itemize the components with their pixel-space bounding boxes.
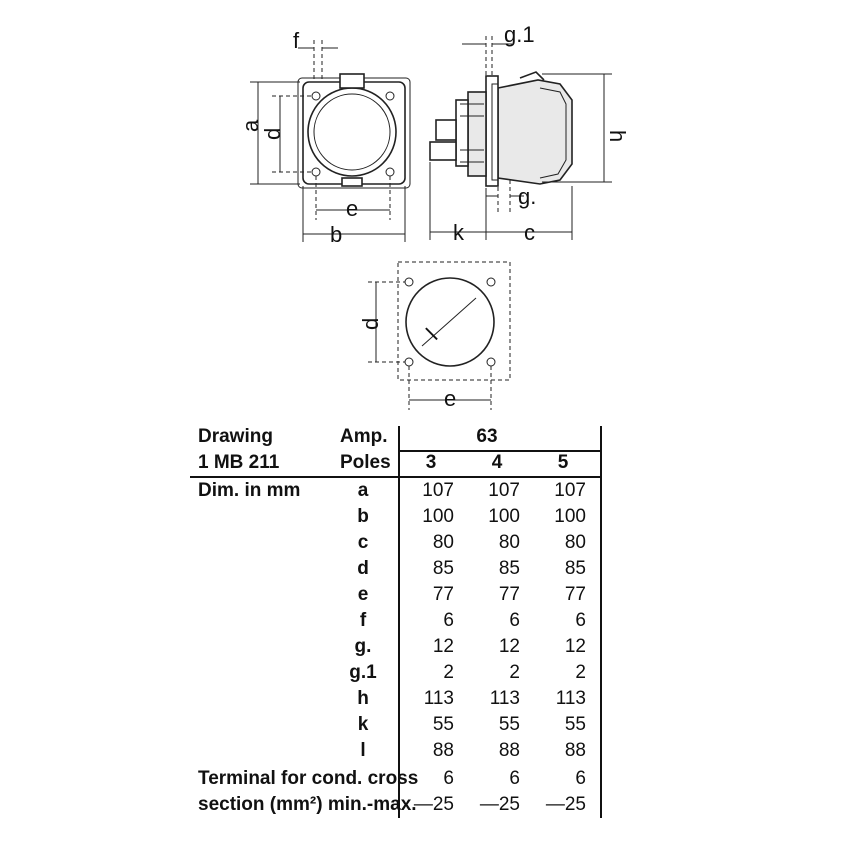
table-row: d 85 85 85 (190, 556, 610, 582)
dim-value-3-poles: 113 (423, 688, 454, 709)
dim-value-3-poles: 88 (432, 740, 454, 761)
dim-value-3-poles: 100 (422, 506, 454, 527)
dim-value-4-poles: 2 (509, 662, 520, 683)
terminal-row-2: section (mm²) min.-max. —25 —25 —25 (190, 792, 610, 818)
dim-value-4-poles: 55 (498, 714, 520, 735)
dim-key: e (357, 584, 369, 605)
dim-value-4-poles: 100 (488, 506, 520, 527)
dim-value-4-poles: 12 (498, 636, 520, 657)
dim-key: g. (354, 636, 372, 657)
drawing-svg: f a d e b (238, 22, 630, 411)
label-a: a (238, 119, 263, 132)
dim-key: c (357, 532, 369, 553)
dim-value-5-poles: 55 (564, 714, 586, 735)
dim-key: f (359, 610, 367, 631)
terminal-line2: section (mm²) min.-max. (198, 794, 417, 815)
dim-key: b (357, 506, 369, 527)
dim-value-3-poles: 77 (432, 584, 454, 605)
dim-value-3-poles: 107 (422, 480, 454, 501)
terminal-max-3: —25 (413, 794, 454, 815)
label-l: l (421, 323, 442, 344)
label-e-rear: e (444, 386, 456, 411)
label-d-rear: d (358, 318, 383, 330)
dim-value-5-poles: 100 (554, 506, 586, 527)
spec-table: Drawing Amp. 63 1 MB 211 Poles 3 4 5 Dim… (190, 420, 610, 820)
dim-value-3-poles: 85 (432, 558, 454, 579)
header-row-poles: 1 MB 211 Poles 3 4 5 (190, 450, 610, 476)
dim-key: a (357, 480, 369, 501)
label-g1: g.1 (504, 22, 535, 47)
dim-value-5-poles: 6 (575, 610, 586, 631)
amp-label: Amp. (340, 426, 388, 447)
table-row: g.1 2 2 2 (190, 660, 610, 686)
label-e-front: e (346, 196, 358, 221)
dim-key: l (360, 740, 366, 761)
label-k: k (453, 220, 465, 245)
label-d-front: d (260, 128, 285, 140)
label-h: h (605, 130, 630, 142)
table-row: b 100 100 100 (190, 504, 610, 530)
dim-value-4-poles: 80 (498, 532, 520, 553)
terminal-min-4: 6 (509, 768, 520, 789)
dim-value-3-poles: 55 (432, 714, 454, 735)
dim-value-5-poles: 12 (564, 636, 586, 657)
dim-label: Dim. in mm (198, 480, 301, 501)
dim-value-3-poles: 6 (443, 610, 454, 631)
dim-value-5-poles: 85 (564, 558, 586, 579)
table-row: l 88 88 88 (190, 738, 610, 764)
dim-value-3-poles: 2 (443, 662, 454, 683)
dim-value-5-poles: 2 (575, 662, 586, 683)
label-c: c (524, 220, 535, 245)
label-f: f (293, 28, 300, 53)
terminal-min-3: 6 (443, 768, 454, 789)
dim-value-3-poles: 12 (432, 636, 454, 657)
table-row: f 6 6 6 (190, 608, 610, 634)
front-view: f a d e b (238, 28, 411, 247)
terminal-max-4: —25 (479, 794, 520, 815)
amp-value: 63 (476, 426, 498, 447)
dim-value-5-poles: 113 (555, 688, 586, 709)
dim-key: k (357, 714, 369, 735)
dim-key: g.1 (349, 662, 377, 683)
dim-key: d (357, 558, 369, 579)
dim-value-3-poles: 80 (432, 532, 454, 553)
table-header-rule (398, 450, 602, 452)
table-divider-vertical (398, 426, 400, 818)
dim-value-4-poles: 6 (509, 610, 520, 631)
dim-key: h (357, 688, 369, 709)
table-row: c 80 80 80 (190, 530, 610, 556)
rear-view: d e l (358, 261, 511, 411)
model-label: 1 MB 211 (198, 452, 280, 473)
table-row: Dim. in mm a 107 107 107 (190, 478, 610, 504)
terminal-min-5: 6 (575, 768, 586, 789)
dim-value-5-poles: 88 (564, 740, 586, 761)
label-g: g. (518, 184, 536, 209)
table-header-bottom-rule (190, 476, 602, 478)
dim-value-4-poles: 77 (498, 584, 520, 605)
label-b: b (330, 222, 342, 247)
side-view: g.1 h g. k c (429, 22, 630, 245)
terminal-max-5: —25 (545, 794, 586, 815)
table-divider-right (600, 426, 602, 818)
dim-value-5-poles: 107 (554, 480, 586, 501)
poles-label: Poles (340, 452, 391, 473)
table-row: g. 12 12 12 (190, 634, 610, 660)
table-row: e 77 77 77 (190, 582, 610, 608)
poles-3: 3 (425, 452, 437, 473)
dim-value-4-poles: 113 (489, 688, 520, 709)
poles-4: 4 (491, 452, 503, 473)
poles-5: 5 (557, 452, 569, 473)
header-row-amp: Drawing Amp. 63 (190, 424, 610, 450)
terminal-row-1: Terminal for cond. cross 6 6 6 (190, 766, 610, 792)
dim-value-5-poles: 77 (564, 584, 586, 605)
technical-drawing: f a d e b (0, 0, 858, 420)
dim-value-4-poles: 85 (498, 558, 520, 579)
table-row: h 113 113 113 (190, 686, 610, 712)
dim-value-5-poles: 80 (564, 532, 586, 553)
drawing-label: Drawing (198, 426, 273, 447)
terminal-line1: Terminal for cond. cross (198, 768, 419, 789)
dim-value-4-poles: 88 (498, 740, 520, 761)
dim-value-4-poles: 107 (488, 480, 520, 501)
table-row: k 55 55 55 (190, 712, 610, 738)
